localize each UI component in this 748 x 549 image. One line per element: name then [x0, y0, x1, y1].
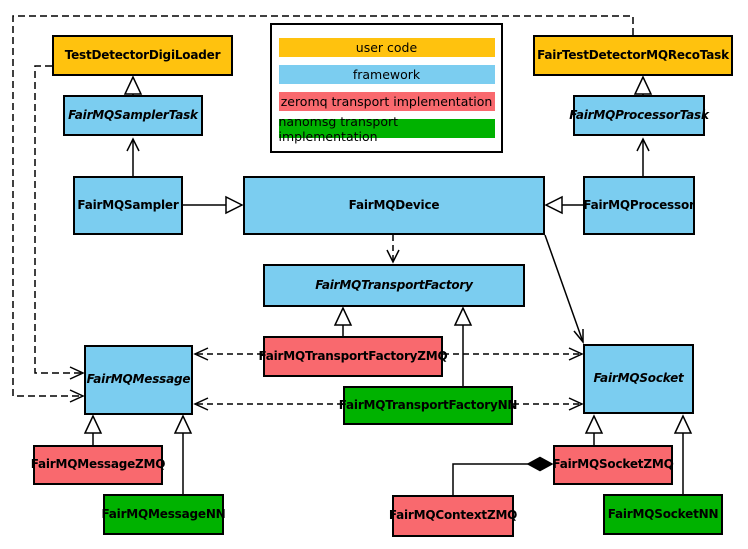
class-box-fairmqprocessor: FairMQProcessor — [583, 176, 695, 235]
edge-sampler-to-device — [183, 195, 244, 215]
class-box-fairmqmessagenn: FairMQMessageNN — [101, 494, 226, 535]
legend-item-user-code: user code — [278, 38, 495, 57]
edge-factoryzmq-to-socket — [443, 347, 584, 361]
edge-socketnn-to-socket — [673, 414, 693, 494]
edge-messagezmq-to-message — [83, 414, 103, 445]
class-box-fairmqsamplertask: FairMQSamplerTask — [63, 95, 203, 136]
class-box-fairmqsocket: FairMQSocket — [583, 344, 694, 414]
legend-item-framework: framework — [278, 65, 495, 84]
edge-factorynn-to-message — [193, 397, 343, 411]
edge-processor-to-device — [544, 195, 583, 215]
edge-digiloader-to-message — [34, 65, 85, 380]
class-box-fairmqdevice: FairMQDevice — [243, 176, 545, 235]
class-box-fairmqprocessortask: FairMQProcessorTask — [569, 95, 709, 136]
edge-messagenn-to-message — [173, 414, 193, 494]
class-box-fairmqtransportfactory: FairMQTransportFactory — [263, 264, 525, 307]
edge-device-to-transportfactory — [386, 235, 400, 264]
class-box-fairmqsocketzmq: FairMQSocketZMQ — [552, 445, 674, 485]
class-box-fairmqcontextzmq: FairMQContextZMQ — [389, 495, 517, 537]
legend-item-zeromq: zeromq transport implementation — [278, 92, 495, 111]
class-box-fairmqsocketnn: FairMQSocketNN — [603, 494, 723, 535]
class-box-fairtestdetectormqrecotask: FairTestDetectorMQRecoTask — [533, 35, 733, 76]
edge-factoryzmq-to-message — [193, 347, 263, 361]
edge-sampler-to-samplertask — [126, 137, 140, 176]
edge-recotask-to-message — [12, 15, 634, 403]
class-box-testdetectordigiloader: TestDetectorDigiLoader — [52, 35, 233, 76]
edge-device-to-socket — [544, 234, 584, 345]
edge-socketzmq-to-socket — [584, 414, 604, 445]
edge-processor-to-processortask — [636, 137, 650, 176]
edge-factorynn-to-socket — [513, 397, 584, 411]
class-box-fairmqmessage: FairMQMessage — [84, 345, 193, 415]
edge-factoryzmq-to-transportfactory — [333, 306, 353, 336]
legend-item-nanomsg: nanomsg transport implementation — [278, 114, 495, 144]
class-box-fairmqmessagezmq: FairMQMessageZMQ — [31, 445, 166, 485]
legend: user code framework zeromq transport imp… — [270, 23, 503, 153]
class-box-fairmqtransportfactorynn: FairMQTransportFactoryNN — [339, 386, 517, 425]
class-box-fairmqsampler: FairMQSampler — [73, 176, 183, 235]
edge-samplertask-to-digiloader — [123, 75, 143, 95]
class-box-fairmqtransportfactoryzmq: FairMQTransportFactoryZMQ — [258, 336, 448, 377]
edge-processortask-to-recotask — [633, 75, 653, 95]
edge-socketzmq-contextzmq-composition — [452, 456, 554, 495]
edge-factorynn-to-transportfactory — [453, 306, 473, 386]
